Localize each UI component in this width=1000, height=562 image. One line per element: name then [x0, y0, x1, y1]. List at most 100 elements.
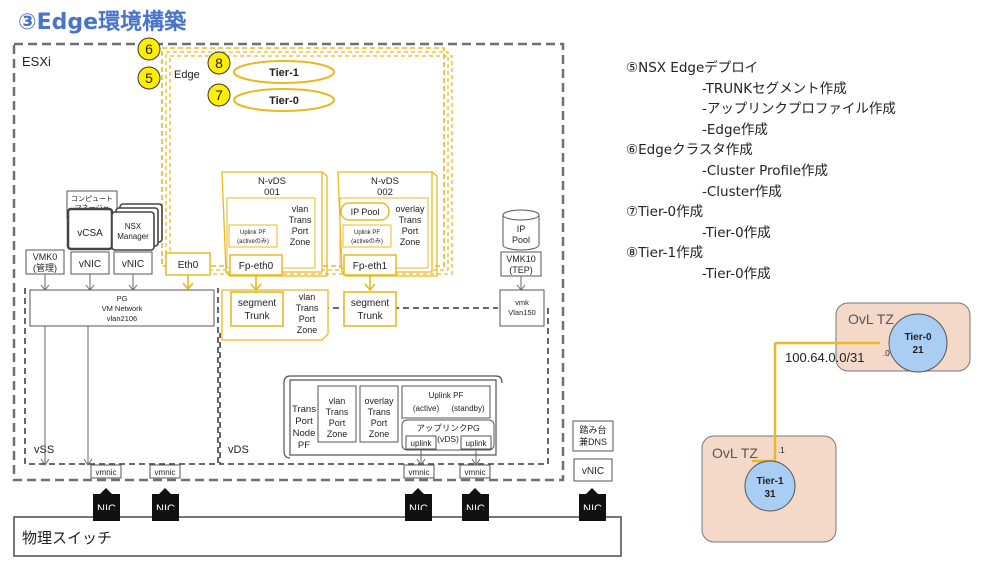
vlan-seg-tz-3: Port [299, 314, 316, 324]
step5-badge [137, 66, 161, 90]
step8-badge [207, 51, 231, 75]
nvds2-title-1: N-vDS [371, 176, 399, 187]
step6-badge [137, 37, 161, 61]
ov-seg-l1: segment [351, 298, 390, 309]
tz-top-label: OvL TZ [848, 311, 894, 327]
vmk10-l1: VMK10 [506, 254, 536, 264]
tnp-ov-2: Trans [368, 407, 391, 417]
ip-pool-cyl-l1: IP [517, 224, 526, 234]
transit-subnet: 100.64.0.0/31 [785, 350, 865, 365]
nvds1-uplink-pf-1: Uplink PF [240, 230, 266, 236]
nsx-manager-l2: Manager [117, 232, 149, 241]
tier1-router [744, 460, 796, 512]
nvds1-tz-2: Trans [289, 215, 312, 225]
nvds1-uplink-pf [228, 224, 278, 248]
esxi-host-box [12, 42, 565, 482]
step-8-sub-1: -Tier-0作成 [702, 265, 771, 282]
fp-eth1-label: Fp-eth1 [353, 261, 388, 272]
tier1-addr: .1 [778, 446, 785, 455]
step-5-sub-2: -アップリンクプロファイル作成 [702, 101, 896, 118]
step-8-title: ⑧Tier-1作成 [626, 245, 704, 262]
vmnic-3 [403, 464, 435, 479]
nvds2-uplink-pf-1: Uplink PF [354, 230, 380, 236]
tnp-ov-1: overlay [364, 396, 394, 406]
jump-vnic-label: vNIC [582, 466, 604, 477]
vmk0-l2: (管理) [33, 262, 57, 273]
nvds2-tz-4: Zone [400, 237, 421, 247]
tz-bottom-label: OvL TZ [712, 445, 758, 461]
vcsa-vnic-label: vNIC [79, 259, 101, 270]
step7-badge-label: 7 [215, 87, 223, 103]
nvds2-tz-3: Port [402, 226, 419, 236]
vcsa-label: vCSA [77, 228, 103, 239]
nvds1-tz-3: Port [292, 226, 309, 236]
step-6-sub-1: -Cluster Profile作成 [702, 162, 829, 179]
compute-manager-l1: コンピュート [71, 195, 113, 203]
fp-eth0-box [229, 254, 283, 276]
tnp-uplink-active: (active) [413, 404, 440, 413]
nvds1-uplink-pf-2: (activeのみ) [237, 238, 269, 245]
edge-label: Edge [174, 69, 200, 81]
tnp-l2: Port [295, 416, 313, 427]
tier0-pill [233, 88, 335, 112]
tnp-ov-3: Port [371, 418, 388, 428]
tnp-uplink-pf [401, 385, 491, 419]
vmk0-l1: VMK0 [33, 252, 58, 262]
vnic-connectors [40, 274, 526, 291]
vmk-vlan150 [499, 289, 545, 327]
step-6-sub-2: -Cluster作成 [702, 183, 782, 200]
procedure-steps: ⑤NSX Edgeデプロイ -TRUNKセグメント作成 -アップリンクプロファイ… [626, 58, 986, 285]
tnp-vlan-1: vlan [329, 396, 346, 406]
step-5-title: ⑤NSX Edgeデプロイ [626, 60, 759, 76]
vmk10-box [500, 251, 542, 277]
tier1-pill-label: Tier-1 [269, 67, 299, 79]
tier1-router-id: 31 [764, 489, 776, 500]
tier0-addr: .0 [883, 349, 890, 358]
tnp-l4: PF [298, 440, 310, 451]
vlan-seg-tz-1: vlan [299, 292, 316, 302]
physical-switch-label: 物理スイッチ [22, 530, 112, 547]
step-6-title: ⑥Edgeクラスタ作成 [626, 142, 753, 159]
vmk-l2: Vlan150 [508, 308, 536, 317]
jump-l2: 兼DNS [579, 436, 607, 447]
ov-seg-l2: Trunk [357, 311, 383, 322]
vmk0-box [25, 249, 65, 275]
tier0-pill-label: Tier-0 [269, 95, 299, 107]
uplink-pg-label: アップリンクPG [416, 423, 479, 433]
step-7-title: ⑦Tier-0作成 [626, 204, 704, 221]
page-title: ③Edge環境構築 [18, 9, 187, 35]
vmk10-l2: (TEP) [509, 265, 533, 275]
vmnic-4 [459, 464, 491, 479]
edge-connectors [182, 275, 376, 292]
vlan-seg-l2: Trunk [244, 311, 270, 322]
vss-box [24, 288, 219, 465]
nvds2-uplink-pf [342, 224, 392, 248]
nsx-vnic-label: vNIC [122, 259, 144, 270]
vmnic-4-label: vmnic [465, 468, 486, 477]
vlan-seg-tz-2: Trans [296, 303, 319, 313]
tnp-overlay-tz [359, 385, 399, 443]
vmnic-1-label: vmnic [96, 468, 117, 477]
tier0-router-name: Tier-0 [904, 332, 931, 343]
step-5-sub-1: -TRUNKセグメント作成 [702, 80, 847, 97]
pg-l3: vlan2106 [107, 314, 137, 323]
vmk-l1: vmk [515, 298, 529, 307]
vmnic-1 [90, 464, 122, 479]
step-7-sub-1: -Tier-0作成 [702, 224, 771, 241]
tnp-vlan-2: Trans [326, 407, 349, 417]
nvds2-uplink-pf-2: (activeのみ) [351, 238, 383, 245]
jump-dns-vm [572, 420, 614, 452]
jump-vnic [573, 458, 613, 482]
nsx-manager-stack [111, 203, 163, 251]
transit-link [773, 341, 880, 461]
nsx-manager-l1: NSX [125, 222, 142, 231]
vmnic-2 [149, 464, 181, 479]
nvds1-tz-1: vlan [292, 204, 309, 214]
esxi-label: ESXi [22, 54, 51, 69]
step-5-sub-3: -Edge作成 [702, 121, 768, 138]
tier0-router [888, 313, 948, 373]
nic-over-switch [93, 510, 606, 521]
fp-eth0-label: Fp-eth0 [239, 261, 274, 272]
vlan-seg-tz-4: Zone [297, 325, 318, 335]
